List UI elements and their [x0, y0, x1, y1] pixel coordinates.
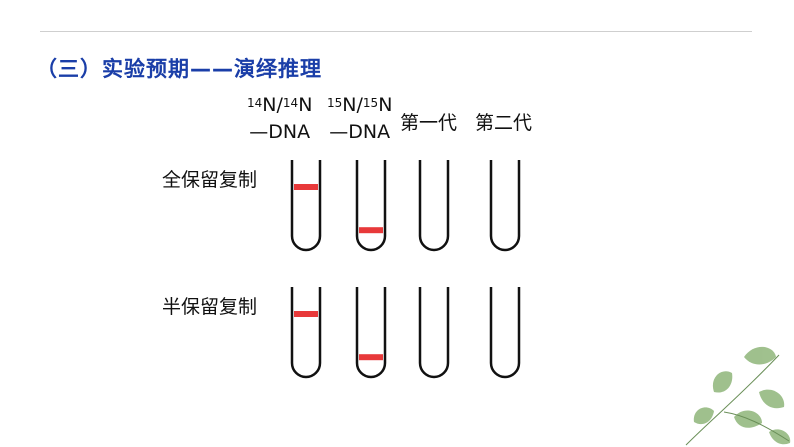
- leaf-decoration: [685, 346, 791, 446]
- test-tube: [290, 160, 322, 252]
- dna-band: [294, 311, 318, 317]
- top-divider: [40, 31, 752, 32]
- test-tube: [418, 160, 450, 252]
- test-tube: [355, 287, 387, 379]
- dna-band: [294, 184, 318, 190]
- test-tube: [290, 287, 322, 379]
- test-tube: [489, 287, 521, 379]
- column-header-second-generation: 第二代: [475, 112, 533, 134]
- isotope-superscript: 15: [362, 96, 379, 110]
- nitrogen-symbol: N: [378, 94, 393, 116]
- column-header-line2: —DNA: [329, 121, 391, 143]
- test-tube: [489, 160, 521, 252]
- row-label-semiconservative: 半保留复制: [162, 296, 258, 318]
- column-header-line2: —DNA: [249, 121, 311, 143]
- nitrogen-symbol: N/: [342, 94, 363, 116]
- dna-band: [359, 354, 383, 361]
- column-header-14n-dna: 14N/14N —DNA: [247, 92, 312, 146]
- test-tube: [355, 160, 387, 252]
- nitrogen-symbol: N: [298, 94, 313, 116]
- nitrogen-symbol: N/: [262, 94, 283, 116]
- column-header-15n-dna: 15N/15N —DNA: [327, 92, 392, 146]
- isotope-superscript: 14: [282, 96, 299, 110]
- slide-title: （三）实验预期——演绎推理: [36, 57, 322, 81]
- column-header-first-generation: 第一代: [400, 112, 458, 134]
- dna-band: [359, 227, 383, 234]
- test-tube: [418, 287, 450, 379]
- row-label-conservative: 全保留复制: [162, 169, 258, 191]
- isotope-superscript: 14: [247, 96, 263, 110]
- isotope-superscript: 15: [327, 96, 343, 110]
